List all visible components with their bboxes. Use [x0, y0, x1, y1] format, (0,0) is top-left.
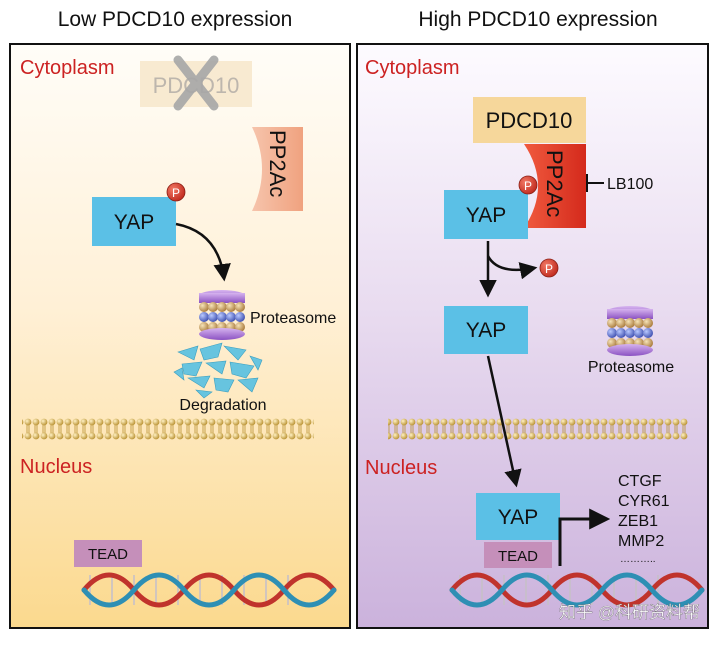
right-cytoplasm-label: Cytoplasm [365, 57, 459, 79]
degraded-fragments-icon [173, 342, 263, 399]
right-yap-nuclear-label: YAP [498, 506, 538, 529]
right-dna-icon [449, 572, 705, 608]
right-yap-bound-label: YAP [466, 204, 506, 227]
left-panel-title: Low PDCD10 expression [58, 8, 293, 31]
left-phospho-label: P [172, 186, 180, 200]
left-dna-icon [81, 572, 337, 608]
left-degradation-arrow [175, 222, 231, 282]
lb100-label: LB100 [607, 176, 653, 193]
right-phospho-released-label: P [545, 262, 553, 276]
right-pp2ac-label: PP2Ac [542, 150, 567, 217]
left-phospho-circle [166, 182, 186, 202]
left-pdcd10-absent: PDCD10 [140, 55, 252, 111]
watermark: 知乎 @科研资料帮 [559, 603, 700, 622]
target-gene-zeb1: ZEB1 [618, 513, 658, 530]
left-cytoplasm-label: Cytoplasm [20, 57, 114, 79]
inhibitor-bar-icon [586, 174, 604, 192]
left-degradation-label: Degradation [179, 397, 266, 414]
right-proteasome-icon [607, 306, 653, 356]
dephospho-arrow-side [486, 255, 538, 280]
right-phospho-bound-label: P [524, 179, 532, 193]
right-phospho-released-circle [539, 258, 559, 278]
target-gene-ctgf: CTGF [618, 473, 662, 490]
left-panel: Cytoplasm PDCD10 PP2Ac YAP P [9, 43, 351, 629]
right-pp2ac: PP2Ac [524, 144, 586, 228]
right-yap-nuclear-box [476, 493, 560, 540]
right-yap-free-box [444, 306, 528, 354]
left-nucleus-label: Nucleus [20, 456, 92, 478]
target-gene-cyr61: CYR61 [618, 493, 670, 510]
right-tead-label: TEAD [498, 548, 538, 565]
right-pdcd10-box [473, 97, 586, 143]
left-tead-label: TEAD [88, 546, 128, 563]
left-nuclear-membrane [22, 418, 314, 440]
left-pp2ac: PP2Ac [252, 127, 303, 211]
right-proteasome-label: Proteasome [588, 359, 674, 376]
right-phospho-bound-circle [518, 175, 538, 195]
right-nucleus-label: Nucleus [365, 457, 437, 479]
right-yap-free-label: YAP [466, 319, 506, 342]
target-gene-mmp2: MMP2 [618, 533, 664, 550]
left-yap-label: YAP [114, 211, 154, 234]
right-panel: Cytoplasm PDCD10 PP2Ac LB100 YAP P P YAP [356, 43, 709, 629]
left-yap-box [92, 197, 176, 246]
left-proteasome-label: Proteasome [250, 310, 336, 327]
left-tead-box [74, 540, 142, 567]
left-proteasome-icon [199, 290, 245, 340]
right-yap-bound-box [444, 190, 528, 239]
right-pdcd10-label: PDCD10 [486, 108, 573, 133]
nuclear-import-arrow [486, 355, 522, 488]
cross-icon [173, 55, 219, 111]
right-panel-title: High PDCD10 expression [418, 8, 657, 31]
right-tead-box [484, 542, 552, 568]
right-nuclear-membrane [388, 418, 688, 440]
target-gene-more: ……….. [620, 554, 656, 565]
left-pp2ac-label: PP2Ac [265, 130, 290, 197]
transcription-arrow [558, 508, 611, 566]
